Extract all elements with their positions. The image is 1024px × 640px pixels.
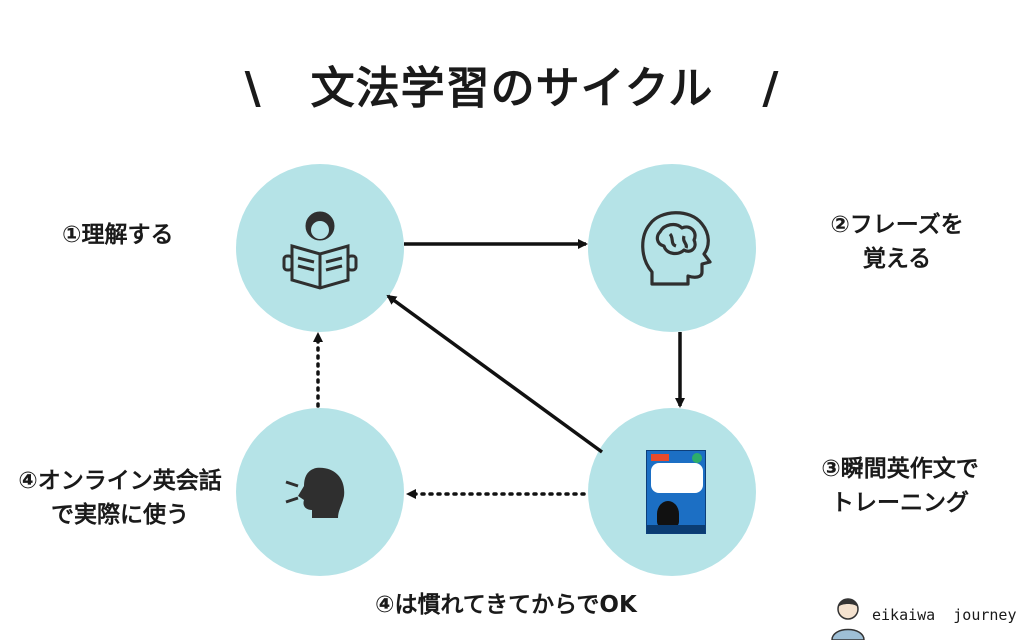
step3-label: ③瞬間英作文で トレーニング (800, 452, 1000, 520)
bottom-note: ④は慣れてきてからでOK (375, 592, 637, 618)
brain-head-icon (641, 211, 712, 286)
step4-label-line-2: で実際に使う (51, 502, 189, 528)
step1-label-line: ①理解する (62, 222, 174, 248)
step2-label-line-1: ②フレーズを (830, 212, 964, 238)
book-cover-icon (646, 450, 706, 534)
step1-circle (236, 164, 404, 332)
step2-label-line-2: 覚える (862, 246, 932, 272)
brand-text: eikaiwa journey (872, 606, 1017, 624)
step4-label: ④オンライン英会話 で実際に使う (4, 464, 236, 532)
arrow-step3-to-step1 (386, 294, 604, 454)
step2-label: ②フレーズを 覚える (812, 208, 982, 276)
step2-circle (588, 164, 756, 332)
book-cover-title-bubble (651, 463, 703, 493)
step4-label-line-1: ④オンライン英会話 (18, 468, 222, 494)
diagram-title: \ 文法学習のサイクル / (244, 63, 780, 114)
book-cover-strip (647, 525, 705, 533)
step3-label-line-1: ③瞬間英作文で (821, 456, 979, 482)
reading-person-icon (282, 211, 358, 290)
book-cover-tag (651, 454, 669, 461)
speaking-person-icon (285, 467, 345, 518)
book-cover-badge (692, 453, 702, 463)
step3-label-line-2: トレーニング (831, 490, 969, 516)
step1-label: ①理解する (62, 218, 173, 252)
avatar-icon (831, 598, 865, 640)
book-cover-cat (657, 501, 679, 527)
